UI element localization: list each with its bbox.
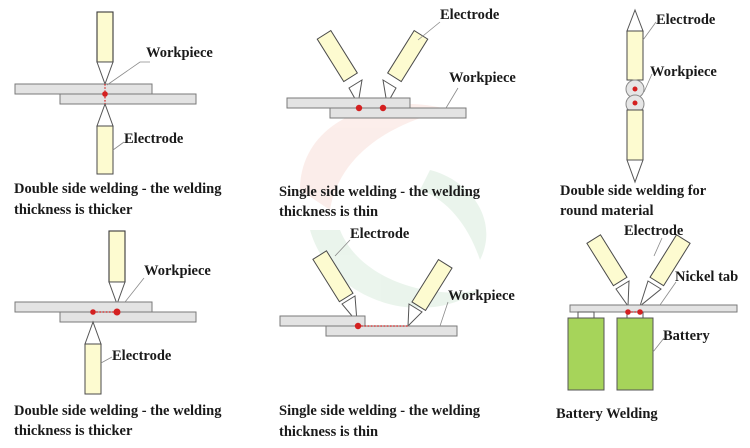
electrode-label: Electrode — [350, 226, 410, 242]
lower-electrode-tip — [626, 159, 644, 184]
watermark-logo — [300, 103, 487, 308]
battery-label: Battery — [663, 328, 710, 344]
workpiece-label: Workpiece — [650, 64, 717, 80]
lower-workpiece-plate — [329, 107, 467, 119]
weld-spot-right — [113, 308, 121, 316]
weld-spot-right — [379, 104, 387, 112]
right-electrode-tip — [407, 303, 423, 328]
right-electrode — [411, 258, 453, 312]
upper-electrode — [96, 11, 114, 63]
electrode-label: Electrode — [656, 12, 716, 28]
upper-electrode-tip — [108, 281, 126, 306]
workpiece-leader — [445, 87, 459, 109]
electrode-leader — [417, 21, 441, 41]
lower-electrode — [96, 125, 114, 175]
electrode-leader — [653, 237, 663, 257]
weld-spot — [102, 91, 108, 97]
caption-line-1: Double side welding for — [560, 183, 707, 199]
electrode-leader — [642, 21, 657, 41]
caption-line-2: thickness is thin — [279, 204, 378, 220]
upper-electrode-tip — [96, 61, 114, 86]
battery-1 — [567, 317, 605, 391]
panel-single-side-top: Electrode Workpiece Single side welding … — [279, 7, 516, 220]
workpiece-label: Workpiece — [146, 45, 213, 61]
lower-workpiece-plate — [59, 93, 197, 105]
electrode-leader — [100, 356, 113, 364]
weld-spot-upper — [632, 86, 638, 92]
lower-electrode-tip — [84, 320, 102, 345]
workpiece-label: Workpiece — [144, 263, 211, 279]
right-electrode — [649, 234, 691, 287]
weld-spot-left — [90, 309, 96, 315]
caption-line-1: Double side welding - the welding — [14, 181, 222, 197]
electrode-label: Electrode — [440, 7, 500, 23]
electrode-label: Electrode — [112, 348, 172, 364]
caption-line-2: thickness is thicker — [14, 423, 133, 439]
upper-workpiece-plate — [14, 83, 153, 95]
right-electrode-tip — [639, 280, 662, 308]
weld-spot-right — [637, 309, 643, 315]
lower-electrode — [626, 109, 644, 161]
upper-electrode — [626, 30, 644, 81]
lower-electrode-tip — [96, 102, 114, 127]
left-electrode — [312, 250, 354, 303]
electrode-label: Electrode — [624, 223, 684, 239]
weld-spot — [354, 322, 362, 330]
workpiece-leader — [643, 73, 653, 93]
upper-workpiece-plate — [14, 301, 153, 313]
panel-round-material: Electrode Workpiece Double side welding … — [560, 8, 717, 219]
left-electrode-tip — [615, 280, 630, 308]
right-electrode — [386, 29, 429, 83]
weld-spot-lower — [632, 100, 638, 106]
caption-battery-welding: Battery Welding — [556, 406, 658, 422]
left-electrode — [316, 29, 359, 83]
lower-electrode — [84, 343, 102, 395]
battery-leader — [652, 337, 665, 353]
panel-double-side-bottom: Workpiece Electrode Double side welding … — [14, 230, 222, 439]
left-electrode — [586, 234, 628, 287]
battery-1-terminal — [577, 311, 595, 319]
electrode-leader — [334, 239, 351, 257]
electrode-leader — [112, 141, 125, 151]
panel-single-side-bottom: Electrode Workpiece Single side welding … — [279, 226, 515, 440]
weld-spot-left — [355, 104, 363, 112]
caption-line-1: Single side welding - the welding — [279, 184, 481, 200]
caption-line-1: Single side welding - the welding — [279, 403, 481, 419]
weld-spot-left — [625, 309, 631, 315]
electrode-label: Electrode — [124, 131, 184, 147]
lower-workpiece-plate — [59, 311, 197, 323]
workpiece-label: Workpiece — [449, 70, 516, 86]
panel-double-side-top: Workpiece Electrode Double side welding … — [14, 11, 222, 218]
workpiece-leader — [106, 61, 150, 86]
upper-electrode-tip — [626, 8, 644, 32]
caption-line-2: thickness is thicker — [14, 202, 133, 218]
workpiece-leader — [439, 301, 449, 327]
workpiece-label: Workpiece — [448, 288, 515, 304]
upper-workpiece-plate — [279, 315, 366, 327]
panel-battery-welding: Electrode Nickel tab Battery Battery Wel… — [556, 223, 738, 422]
caption-line-2: round material — [560, 203, 654, 219]
upper-workpiece-plate — [286, 97, 411, 109]
caption-line-2: thickness is thin — [279, 424, 378, 440]
nickel-tab-strip — [569, 304, 738, 313]
nickel-tab-label: Nickel tab — [675, 269, 738, 285]
caption-line-1: Double side welding - the welding — [14, 403, 222, 419]
nickel-tab-leader — [659, 281, 677, 306]
upper-electrode — [108, 230, 126, 283]
battery-2 — [616, 317, 654, 391]
lower-workpiece-plate — [325, 325, 458, 337]
workpiece-leader — [124, 277, 145, 303]
